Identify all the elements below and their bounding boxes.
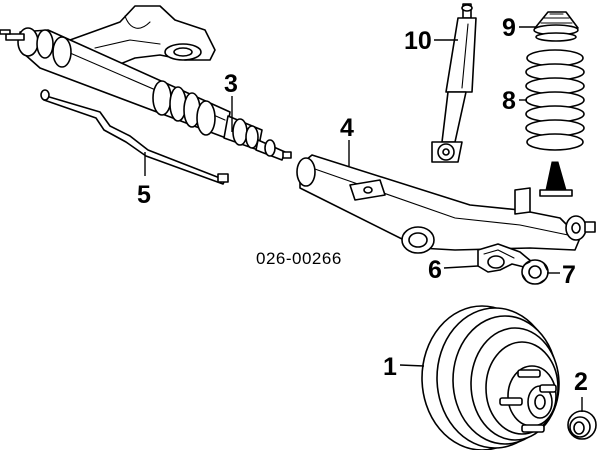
callout-9: 9 <box>502 14 516 42</box>
callout-8: 8 <box>502 87 516 115</box>
axle-housing <box>0 27 292 161</box>
lock-nut <box>521 259 549 285</box>
callout-5: 5 <box>137 181 151 209</box>
trailing-arm <box>296 154 596 254</box>
callout-2: 2 <box>574 368 588 396</box>
shock-absorber <box>431 3 477 163</box>
coil-spring <box>525 49 585 151</box>
callout-10: 10 <box>404 27 432 55</box>
callout-6: 6 <box>428 256 442 284</box>
stabilizer-rod <box>40 89 229 185</box>
leader-lines <box>144 26 583 412</box>
bushing-clip <box>477 243 533 273</box>
callout-1: 1 <box>383 353 397 381</box>
callout-3: 3 <box>224 70 238 98</box>
callout-4: 4 <box>340 114 354 142</box>
part-number: 026-00266 <box>256 249 342 268</box>
brake-drum <box>421 305 560 450</box>
grease-cap <box>567 410 597 440</box>
callout-7: 7 <box>562 261 576 289</box>
spring-seat <box>533 11 579 42</box>
